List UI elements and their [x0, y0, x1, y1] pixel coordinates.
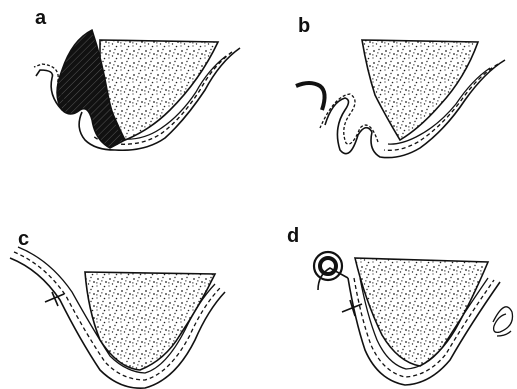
panel-label-a: a [35, 8, 46, 28]
panel-label-b: b [298, 16, 310, 36]
panel-a-drawing [34, 30, 240, 150]
panel-d-rolled-edge-inner [320, 258, 336, 274]
panel-d-eye-glyph [493, 307, 513, 336]
panel-c-drawing [10, 247, 225, 388]
panel-d-stroma [355, 258, 488, 366]
panel-b-stroma [362, 40, 478, 140]
panel-d-drawing [314, 252, 513, 385]
panel-c-stroma [85, 272, 215, 370]
panel-label-d: d [287, 226, 299, 246]
panel-b-drawing [296, 40, 505, 158]
panel-b-detached-fragment [296, 83, 325, 110]
panel-label-c: c [18, 229, 29, 249]
